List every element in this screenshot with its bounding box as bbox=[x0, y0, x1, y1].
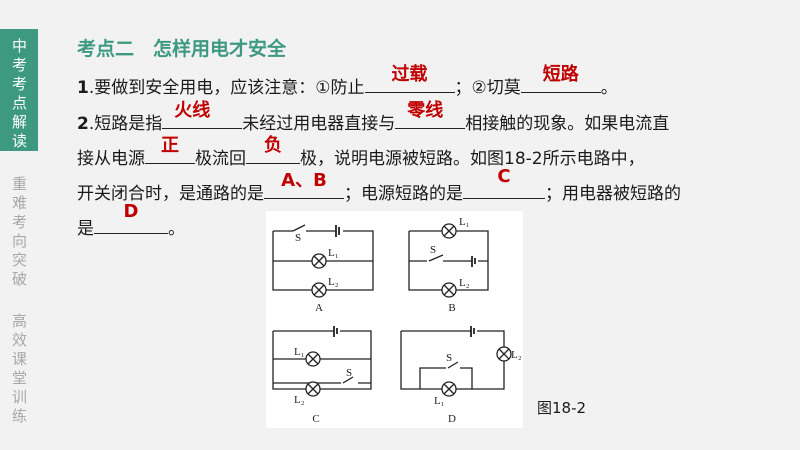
svg-text:L₁: L₁ bbox=[459, 216, 470, 228]
svg-text:B: B bbox=[448, 302, 455, 314]
svg-text:A: A bbox=[315, 302, 323, 314]
answer-blank: 零线 bbox=[395, 100, 466, 129]
circuit-c: L₁ L₂ S C bbox=[272, 326, 372, 425]
svg-text:S: S bbox=[346, 367, 352, 379]
svg-text:S: S bbox=[430, 244, 436, 256]
answer-blank: A、B bbox=[264, 170, 344, 199]
circuit-figure: S L₁ L₂ A L₁ L₂ S B L₁ L₂ S C L₂ L₁ S D bbox=[266, 211, 523, 428]
question-1: 1.要做到安全用电，应该注意：①防止过载；②切莫短路。 bbox=[77, 64, 618, 98]
section-title: 考点二 怎样用电才安全 bbox=[77, 38, 287, 60]
figure-caption: 图18-2 bbox=[537, 399, 587, 417]
svg-text:S: S bbox=[446, 352, 452, 364]
svg-text:C: C bbox=[312, 413, 319, 425]
question-2-line-1: 2.短路是指火线未经过用电器直接与零线相接触的现象。如果电流直 bbox=[77, 100, 670, 134]
answer-blank: 正 bbox=[145, 135, 195, 164]
svg-text:L₁: L₁ bbox=[294, 346, 305, 358]
circuit-d: L₂ L₁ S D bbox=[400, 326, 522, 425]
svg-text:L₂: L₂ bbox=[328, 276, 339, 288]
answer-blank: 过载 bbox=[364, 64, 455, 93]
sidebar-label: 中考考点解读 bbox=[12, 37, 28, 150]
sidebar-item-zhongkao-kaodian[interactable]: 中考考点解读 bbox=[0, 29, 38, 151]
answer-blank: 短路 bbox=[520, 64, 601, 93]
svg-text:D: D bbox=[448, 413, 456, 425]
svg-text:L₁: L₁ bbox=[434, 395, 445, 407]
circuit-b: L₁ L₂ S B bbox=[408, 216, 489, 314]
sidebar-item-zhongnan[interactable]: 重难考向突破 bbox=[0, 175, 38, 289]
svg-text:L₂: L₂ bbox=[294, 394, 305, 406]
svg-text:L₂: L₂ bbox=[511, 349, 522, 361]
circuit-a: S L₁ L₂ A bbox=[272, 224, 374, 314]
sidebar-item-gaoxiao[interactable]: 高效课堂训练 bbox=[0, 312, 38, 426]
question-2-line-2: 接从电源正极流回负极，说明电源被短路。如图18-2所示电路中， bbox=[77, 135, 645, 169]
sidebar-label: 重难考向突破 bbox=[12, 175, 28, 288]
answer-blank: 火线 bbox=[162, 100, 243, 129]
answer-blank: 负 bbox=[246, 135, 300, 164]
svg-text:L₂: L₂ bbox=[459, 277, 470, 289]
svg-text:S: S bbox=[295, 232, 301, 244]
svg-text:L₁: L₁ bbox=[328, 247, 339, 259]
answer-blank: C bbox=[463, 166, 545, 199]
sidebar-label: 高效课堂训练 bbox=[12, 312, 28, 425]
answer-blank: D bbox=[94, 201, 168, 234]
